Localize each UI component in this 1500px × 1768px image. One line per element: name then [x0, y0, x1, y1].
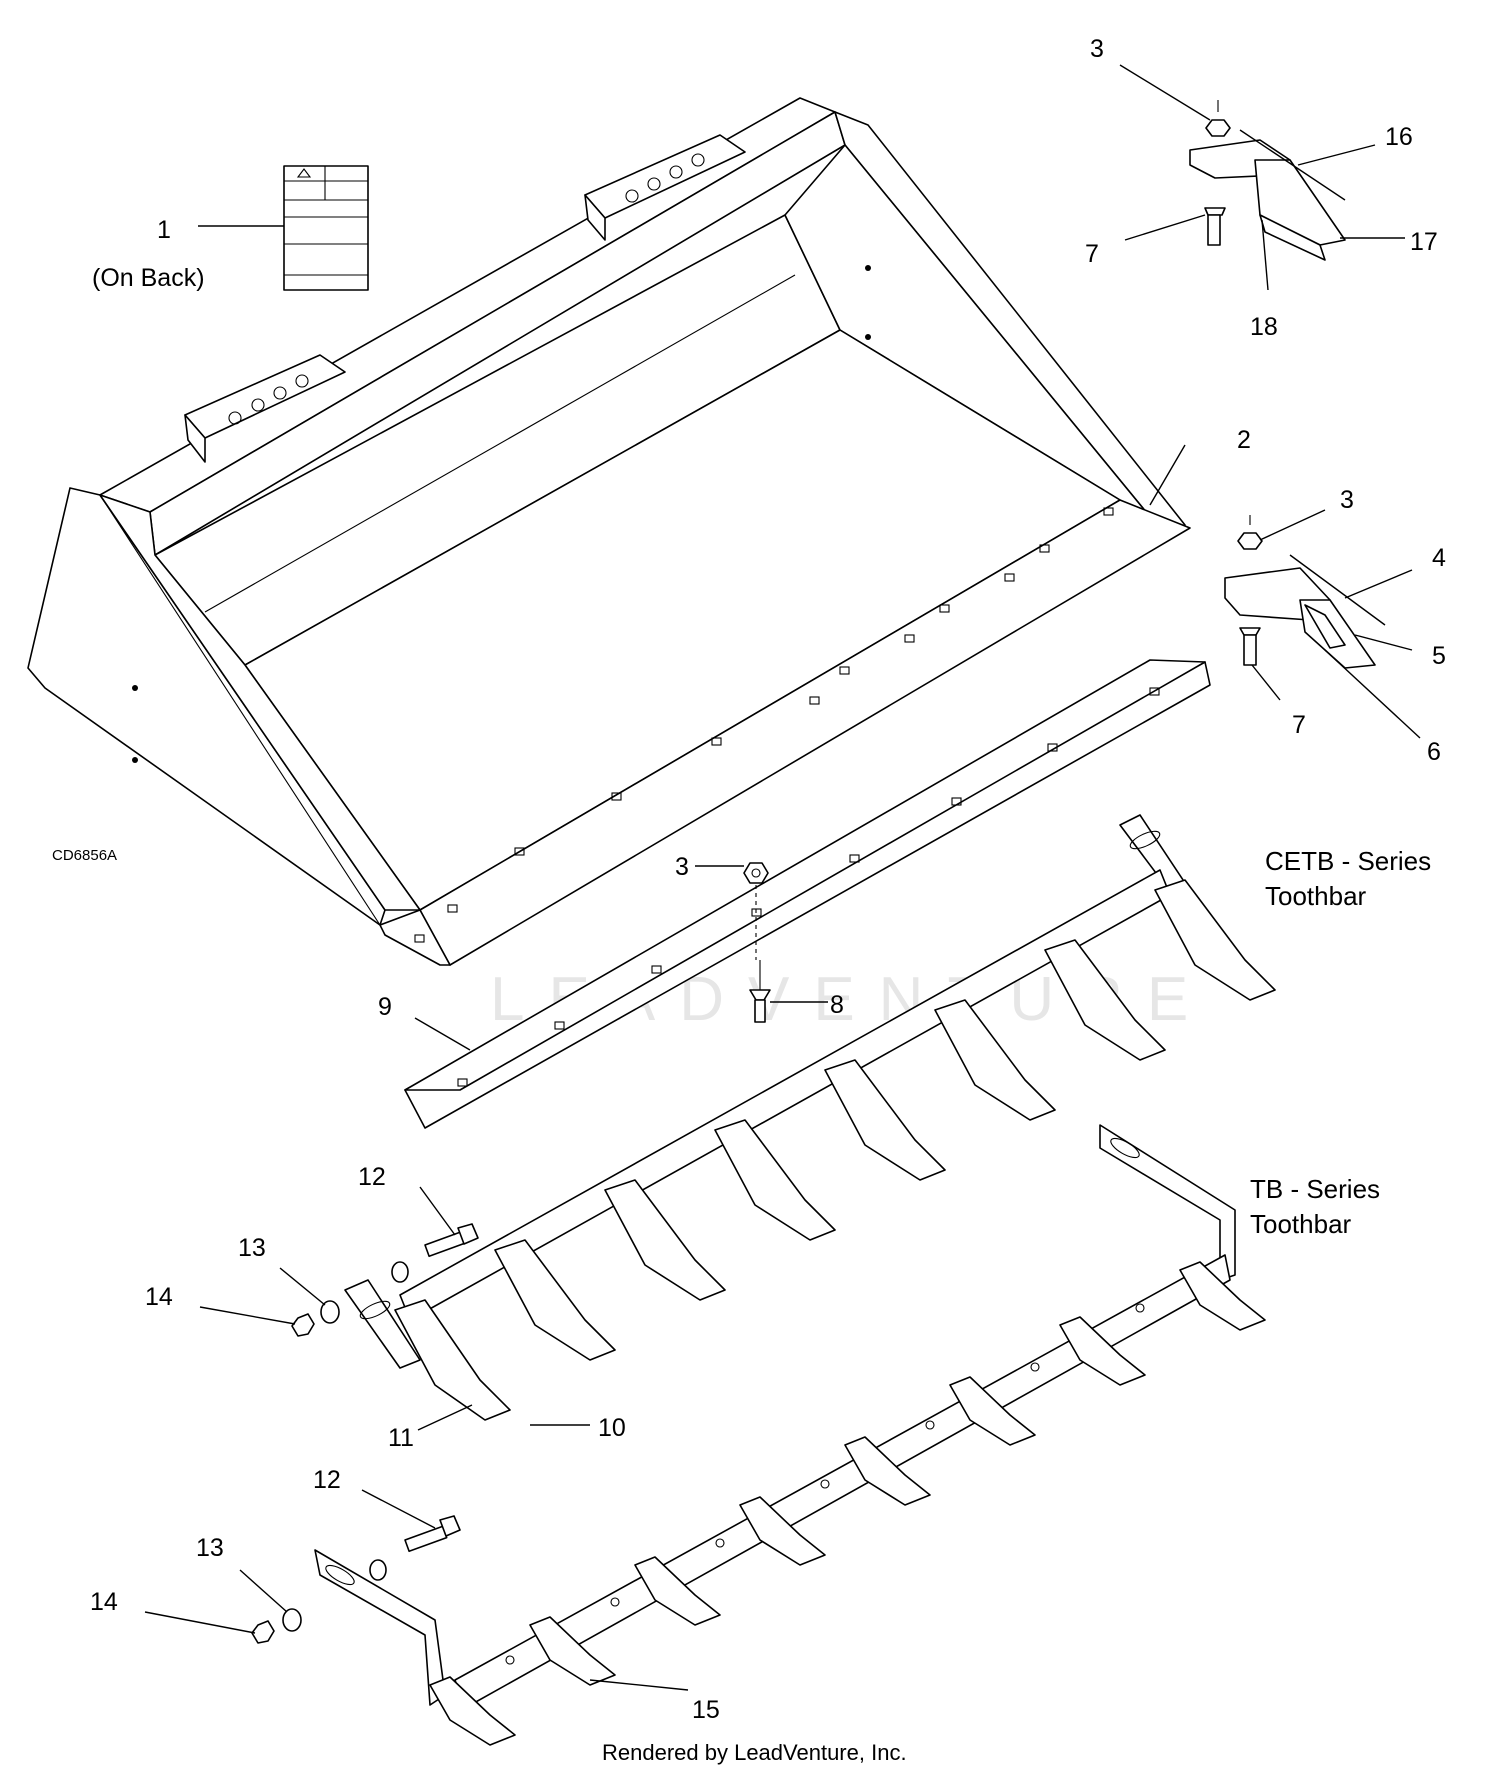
- callout-11: 11: [388, 1424, 414, 1452]
- callout-1-note: (On Back): [92, 264, 205, 292]
- edge-nut: [743, 862, 769, 960]
- callout-17: 17: [1410, 228, 1438, 256]
- mounting-bracket-right: [584, 134, 746, 241]
- cetb-series-label-line2: Toothbar: [1265, 881, 1367, 911]
- series-labels: CETB - Series Toothbar TB - Series Tooth…: [1250, 846, 1431, 1239]
- cetb-hardware: [291, 1223, 479, 1337]
- drawing-code: CD6856A: [52, 847, 117, 864]
- footer-credit: Rendered by LeadVenture, Inc.: [602, 1740, 907, 1765]
- tb-toothbar: [314, 1124, 1266, 1746]
- callout-8: 8: [830, 991, 844, 1019]
- callout-14-cetb: 14: [145, 1283, 173, 1311]
- cetb-teeth: [394, 879, 1276, 1421]
- tb-series-label-line2: Toothbar: [1250, 1209, 1352, 1239]
- callout-12-tb: 12: [313, 1466, 341, 1494]
- callout-10: 10: [598, 1414, 626, 1442]
- callout-4: 4: [1432, 544, 1446, 572]
- callout-3-edge: 3: [675, 853, 689, 881]
- edge-bolt: [749, 960, 771, 1023]
- callout-1: 1: [157, 216, 171, 244]
- leader-lines: [144, 64, 1421, 1691]
- decal: [283, 165, 369, 291]
- bucket: [27, 97, 1191, 966]
- callout-13-cetb: 13: [238, 1234, 266, 1262]
- callout-6: 6: [1427, 738, 1441, 766]
- mounting-bracket-left: [184, 354, 346, 463]
- tooth-assembly-top: [1189, 100, 1346, 261]
- callout-18: 18: [1250, 313, 1278, 341]
- callout-5: 5: [1432, 642, 1446, 670]
- callout-7-top: 7: [1085, 240, 1099, 268]
- callout-14-tb: 14: [90, 1588, 118, 1616]
- cetb-toothbar: [344, 814, 1276, 1421]
- callout-3-top: 3: [1090, 35, 1104, 63]
- tb-hardware: [251, 1515, 461, 1644]
- callout-15: 15: [692, 1696, 720, 1724]
- tb-series-label-line1: TB - Series: [1250, 1174, 1380, 1204]
- callout-3-right: 3: [1340, 486, 1354, 514]
- callout-9: 9: [378, 993, 392, 1021]
- tb-teeth: [429, 1261, 1266, 1746]
- cetb-series-label-line1: CETB - Series: [1265, 846, 1431, 876]
- callout-2: 2: [1237, 426, 1251, 454]
- callout-13-tb: 13: [196, 1534, 224, 1562]
- callout-12-cetb: 12: [358, 1163, 386, 1191]
- callouts: 1 (On Back) 2 3 3 3 4 5 6 7 7 8 9 10 11 …: [90, 35, 1446, 1724]
- tooth-assembly-right: [1224, 515, 1376, 669]
- bolt-on-edge: [404, 659, 1211, 1129]
- callout-7-right: 7: [1292, 711, 1306, 739]
- callout-16: 16: [1385, 123, 1413, 151]
